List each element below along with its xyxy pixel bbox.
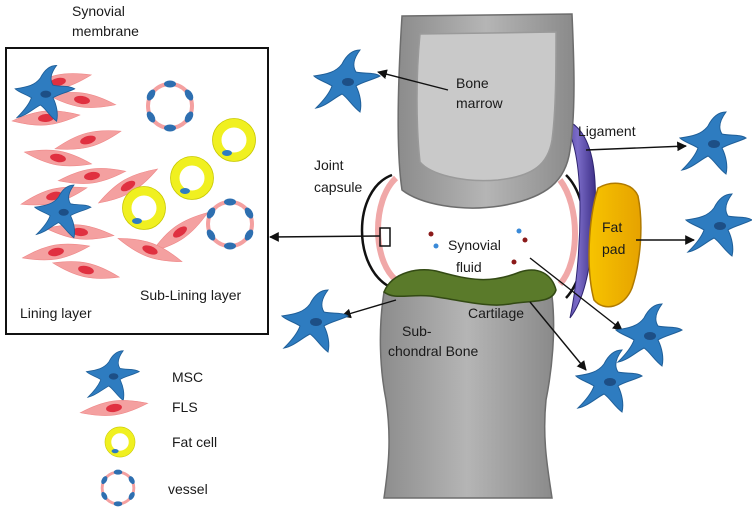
legend-label-msc: MSC (172, 369, 203, 385)
bone-marrow-label-1: Bone (456, 75, 489, 91)
legend-item-msc: MSC (86, 350, 203, 401)
subchondral-label-1: Sub- (402, 323, 432, 339)
synovial-lining-right (557, 178, 578, 287)
synovial-membrane-label-2: membrane (72, 23, 139, 39)
joint-capsule-label-2: capsule (314, 179, 362, 195)
subchondral-label-2: chondral Bone (388, 343, 479, 359)
arrow-bone-marrow (377, 69, 449, 91)
fat-pad (588, 182, 642, 308)
bone-marrow-region (416, 31, 557, 182)
fat-pad-label-2: pad (602, 241, 625, 257)
cartilage-label: Cartilage (468, 305, 524, 321)
lower-bone (379, 287, 555, 499)
msc-cell-icon (86, 350, 140, 401)
legend-label-fat-cell: Fat cell (172, 434, 217, 450)
ligament-label: Ligament (578, 123, 636, 139)
lining-layer-label: Lining layer (20, 305, 92, 321)
synovial-fluid-label-1: Synovial (448, 237, 501, 253)
legend-label-vessel: vessel (168, 481, 208, 497)
fat-pad-label-1: Fat (602, 219, 622, 235)
fls-cell-icon (78, 395, 150, 421)
cartilage (383, 269, 557, 306)
bone-marrow-label-2: marrow (456, 95, 504, 111)
arrows (269, 69, 695, 371)
legend: MSC FLS Fat cell vessel (78, 350, 217, 508)
synovial-fluid-label-2: fluid (456, 259, 482, 275)
legend-item-vessel: vessel (98, 468, 208, 508)
joint-capsule-outline (360, 173, 393, 290)
synovial-fluid-particles (428, 228, 528, 265)
arrow-ligament (585, 141, 687, 152)
ligament-band (558, 117, 596, 319)
legend-item-fls: FLS (78, 395, 198, 421)
sub-lining-layer-label: Sub-Lining layer (140, 287, 242, 303)
synovial-membrane-label-1: Synovial (72, 3, 125, 19)
joint-capsule-label-1: Joint (314, 157, 344, 173)
arrow-cartilage (529, 301, 587, 371)
capsule-sample-box (379, 227, 391, 247)
fat-cell-icon (105, 427, 135, 457)
synovial-lining-left (375, 175, 399, 283)
legend-item-fat-cell: Fat cell (105, 427, 217, 457)
legend-label-fls: FLS (172, 399, 198, 415)
arrow-to-inset (269, 232, 381, 242)
arrow-synovial-fluid (529, 257, 623, 331)
arrow-subchondral (341, 299, 397, 319)
vessel-icon (98, 468, 138, 508)
